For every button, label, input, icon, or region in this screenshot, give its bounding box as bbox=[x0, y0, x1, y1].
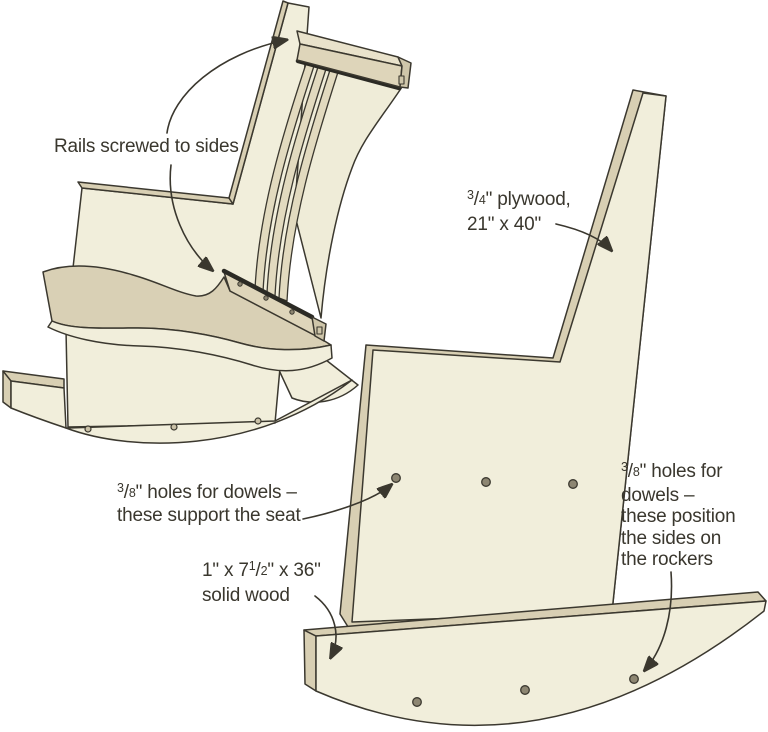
label-solid-wood: 1" x 71/2" x 36" solid wood bbox=[202, 559, 321, 607]
top-rail-shadow bbox=[295, 58, 402, 91]
rocker-face bbox=[315, 600, 767, 727]
assembled-chair-illustration bbox=[2, 0, 412, 444]
leader-rails-to-top-rail bbox=[166, 40, 286, 134]
left-rocker bbox=[2, 370, 353, 444]
label-rocker-dowels-line2: dowels – bbox=[621, 484, 695, 506]
label-solid-wood-line1: 1" x 71/2" x 36" bbox=[202, 559, 321, 581]
leader-plywood bbox=[555, 223, 611, 250]
label-rocker-dowels-line4: the sides on bbox=[621, 527, 722, 549]
label-plywood-line1: 3/4" plywood, bbox=[467, 188, 571, 210]
label-rocker-dowels-line5: the rockers bbox=[621, 549, 713, 570]
side-panel-dowel-holes bbox=[391, 473, 578, 489]
left-side-panel-post-edge bbox=[228, 0, 289, 205]
seat-rail-dark-edge bbox=[221, 268, 315, 320]
left-rocker-left-face bbox=[10, 380, 67, 429]
seat-rail-screws bbox=[237, 281, 295, 315]
label-rocker-dowels-line3: these position bbox=[621, 506, 736, 527]
side-panel-illustration bbox=[303, 89, 767, 727]
label-rails: Rails screwed to sides bbox=[54, 136, 239, 157]
left-rocker-dowels bbox=[84, 417, 262, 433]
label-solid-wood-line2: solid wood bbox=[202, 585, 290, 606]
rocker-dowel-holes bbox=[412, 674, 639, 707]
leader-rails-to-seat-rail bbox=[169, 164, 212, 270]
label-seat-dowels-line1: 3/8" holes for dowels – bbox=[117, 481, 297, 503]
side-panel-face bbox=[351, 92, 667, 623]
leader-solid-wood bbox=[314, 595, 336, 657]
seat-rail-end-screw bbox=[316, 326, 323, 335]
top-rail bbox=[295, 30, 412, 91]
label-plywood-line2: 21" x 40" bbox=[467, 214, 542, 235]
top-rail-screw bbox=[398, 75, 405, 85]
far-side-panel bbox=[289, 59, 403, 319]
leader-seat-dowels bbox=[302, 485, 391, 520]
label-seat-dowels: 3/8" holes for dowels – these support th… bbox=[117, 481, 301, 526]
label-seat-dowels-line2: these support the seat bbox=[117, 505, 301, 526]
rocker-end-face bbox=[303, 629, 317, 692]
back-slat bbox=[278, 69, 339, 302]
label-rocker-dowels-line1: 3/8" holes for bbox=[621, 460, 723, 482]
seat bbox=[42, 265, 333, 372]
label-rails-text: Rails screwed to sides bbox=[54, 136, 239, 157]
label-plywood: 3/4" plywood, 21" x 40" bbox=[467, 188, 571, 236]
label-rocker-dowels: 3/8" holes for dowels – these position t… bbox=[621, 460, 736, 571]
seat-front-face bbox=[47, 320, 333, 372]
seat-rail bbox=[221, 268, 327, 342]
leader-arrows bbox=[166, 40, 673, 670]
leader-rocker-dowels bbox=[645, 571, 673, 670]
left-rocker-face bbox=[65, 379, 353, 444]
